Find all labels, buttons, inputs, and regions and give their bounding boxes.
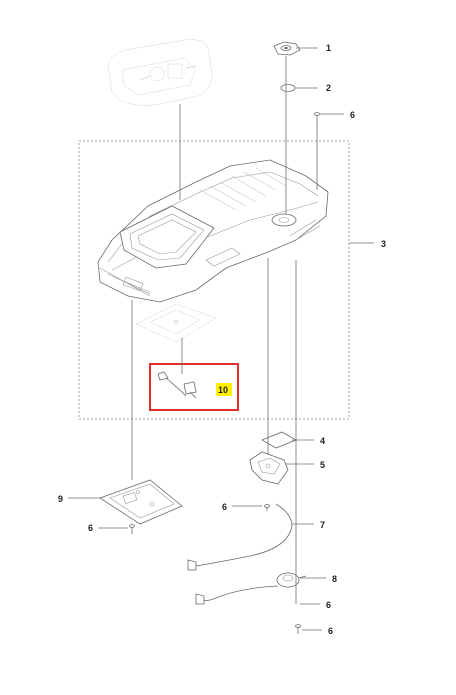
callout-6-bottom: 6 <box>328 626 333 636</box>
callout-6-lower: 6 <box>326 600 331 610</box>
callout-2: 2 <box>326 83 331 93</box>
callout-9: 9 <box>58 494 63 504</box>
gasket-part-4 <box>261 431 297 449</box>
highlight-box <box>149 363 239 411</box>
callout-4: 4 <box>320 436 325 446</box>
callout-6-middle: 6 <box>222 502 227 512</box>
base-plate-part-9 <box>99 479 183 525</box>
wire-harness-part-7 <box>187 503 293 605</box>
assembly-boundary <box>78 140 350 420</box>
screw-lower-right <box>295 624 301 634</box>
callout-10-highlight <box>216 383 232 396</box>
callout-8: 8 <box>332 574 337 584</box>
top-cover-part <box>107 39 213 106</box>
sensor-part-8 <box>276 572 307 588</box>
screw-top <box>314 112 320 122</box>
callout-6-top: 6 <box>350 110 355 120</box>
chassis-part-3 <box>97 159 329 303</box>
mounting-plate <box>135 303 217 343</box>
callout-10: 10 <box>218 385 228 395</box>
callout-6-left: 6 <box>88 523 93 533</box>
screw-lower-left <box>129 524 135 534</box>
bracket-part-5 <box>249 451 289 485</box>
callout-3: 3 <box>381 239 386 249</box>
leader-lines <box>68 47 374 631</box>
callout-1: 1 <box>326 43 331 53</box>
callout-7: 7 <box>320 520 325 530</box>
knob-part-1 <box>273 41 301 56</box>
cable-part-10 <box>157 371 197 399</box>
washer-part-2 <box>280 84 296 92</box>
callout-5: 5 <box>320 460 325 470</box>
